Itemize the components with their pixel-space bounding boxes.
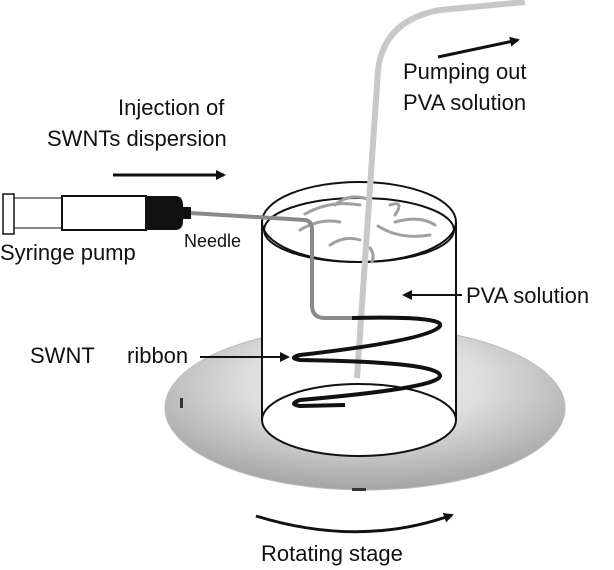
pumping-tube bbox=[354, 0, 526, 379]
rotation-arrow bbox=[255, 512, 454, 534]
label-injection-line2: SWNTs dispersion bbox=[47, 126, 227, 151]
needle bbox=[188, 211, 354, 320]
label-ribbon: ribbon bbox=[127, 343, 188, 368]
label-syringe-pump: Syringe pump bbox=[0, 240, 136, 265]
label-pumping-line1: Pumping out bbox=[403, 59, 527, 84]
label-injection-line1: Injection of bbox=[118, 95, 225, 120]
label-pumping-line2: PVA solution bbox=[403, 90, 526, 115]
label-rotating-stage: Rotating stage bbox=[261, 541, 403, 566]
syringe bbox=[2, 193, 191, 235]
label-pva-solution: PVA solution bbox=[466, 283, 589, 308]
label-needle: Needle bbox=[184, 231, 241, 251]
swnt-ribbon bbox=[292, 315, 443, 408]
swirl-lines bbox=[298, 195, 437, 264]
label-swnt: SWNT bbox=[30, 343, 95, 368]
pumping-arrow bbox=[437, 36, 520, 59]
